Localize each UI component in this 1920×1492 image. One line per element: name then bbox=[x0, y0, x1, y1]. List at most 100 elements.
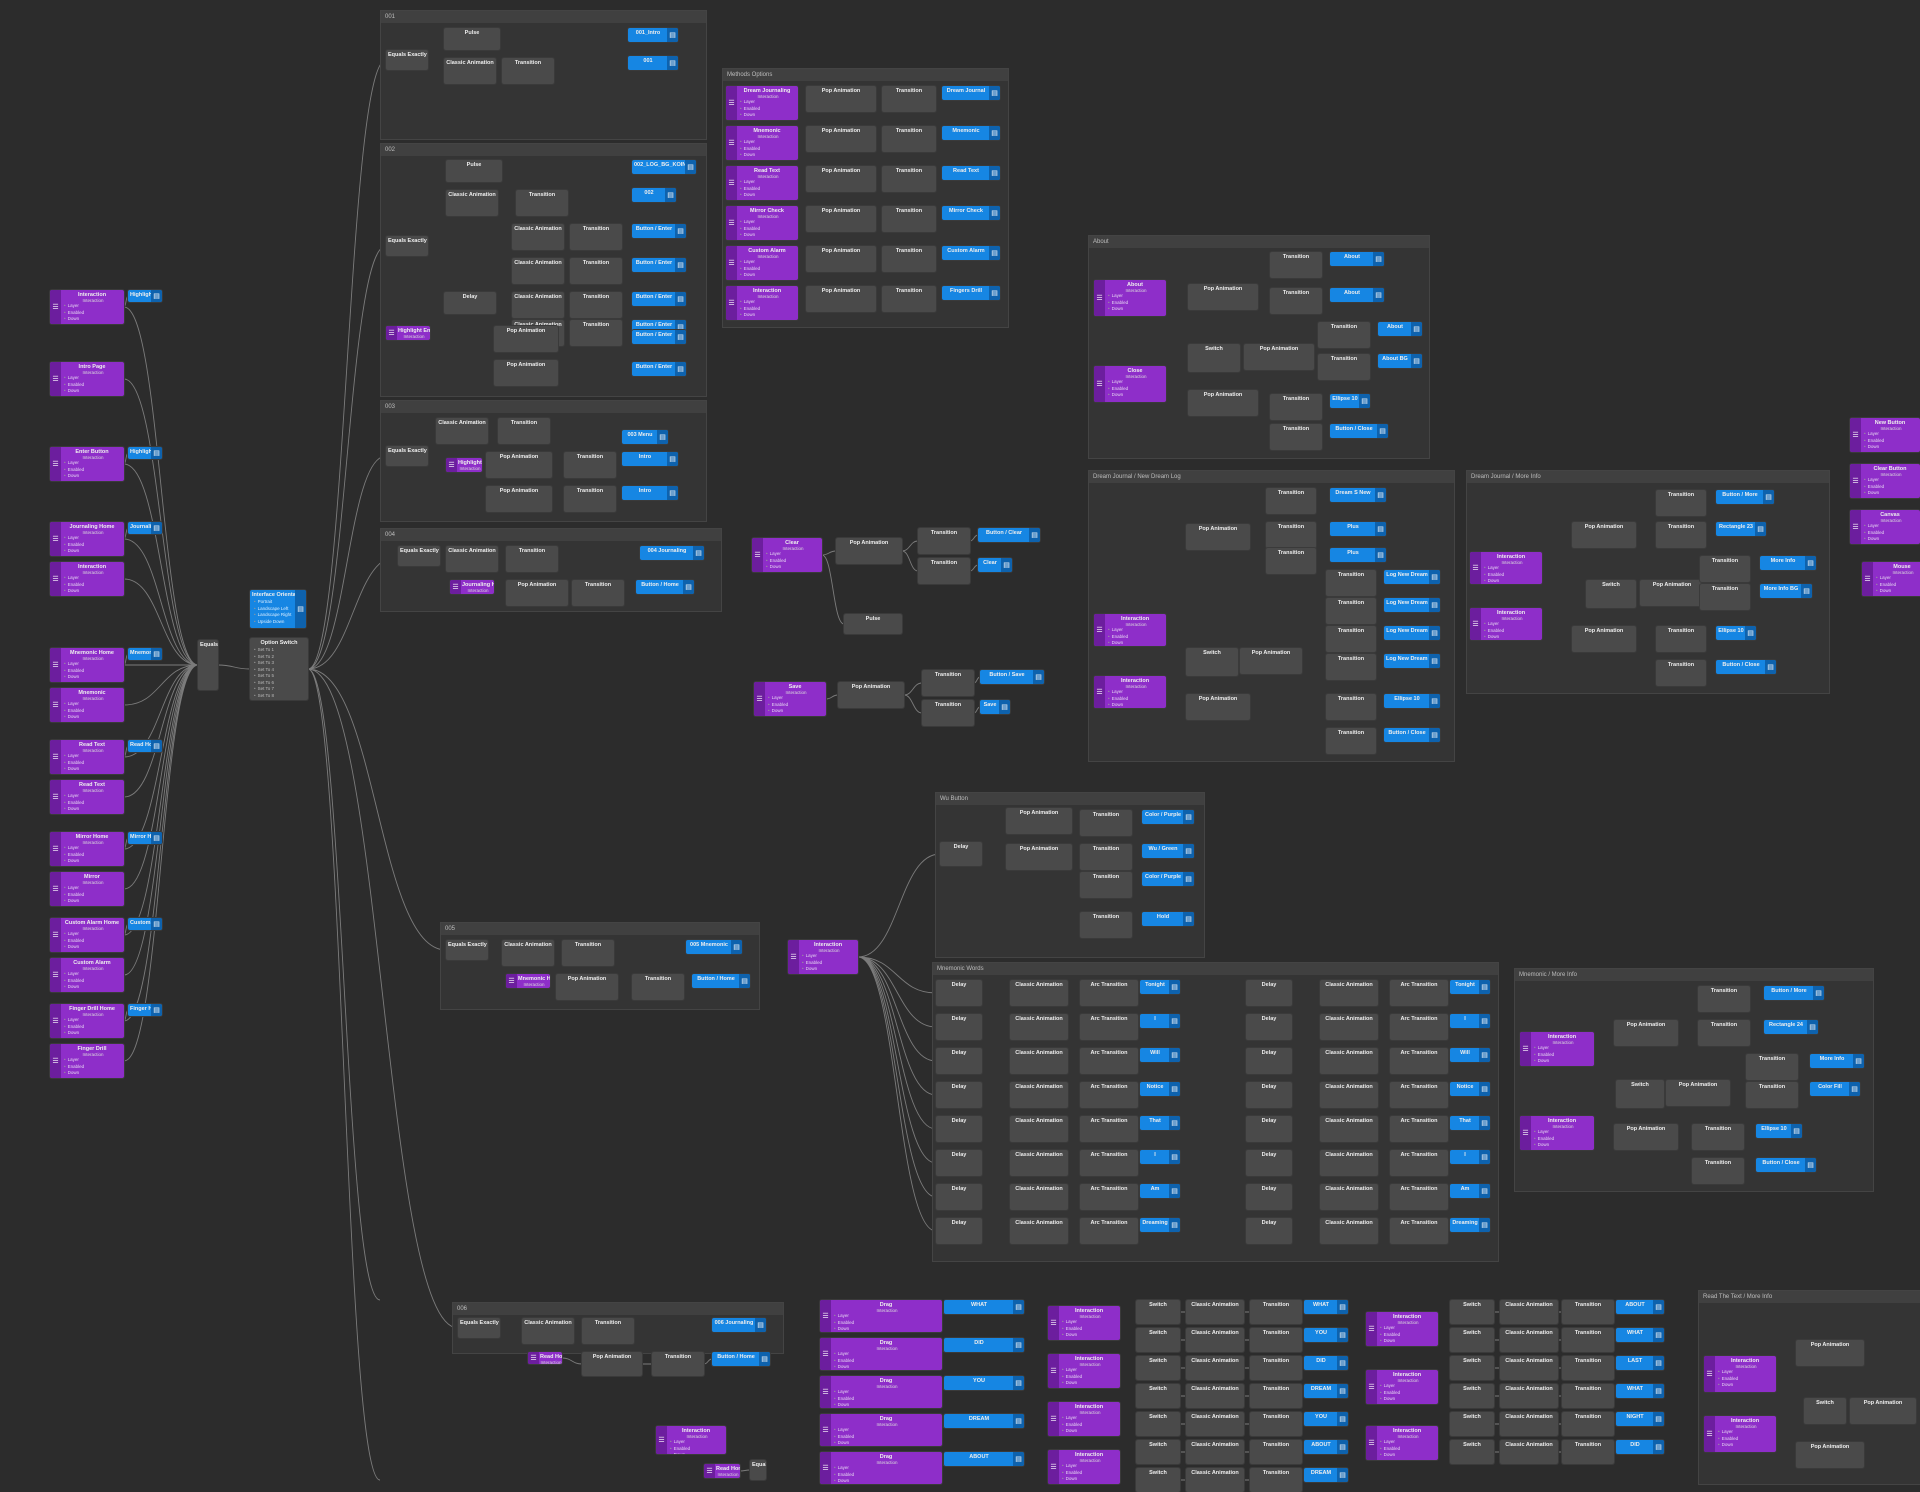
patch-node[interactable]: Classic Animation bbox=[1500, 1356, 1558, 1380]
layer-property-node[interactable]: Button / Enter▤ bbox=[632, 330, 686, 344]
patch-node[interactable]: Transition bbox=[1692, 1124, 1744, 1150]
patch-node[interactable]: Switch bbox=[1450, 1356, 1494, 1380]
layer-property-node[interactable]: 001_Intro▤ bbox=[628, 28, 678, 42]
patch-node[interactable]: Delay bbox=[936, 1048, 982, 1074]
patch-node[interactable]: Pop Animation bbox=[806, 246, 876, 272]
patch-node[interactable]: Transition bbox=[1250, 1356, 1302, 1380]
layer-property-node[interactable]: About▤ bbox=[1330, 252, 1384, 266]
layer-property-node[interactable]: Custom Alarm▤ bbox=[942, 246, 1000, 260]
patch-node[interactable]: Transition bbox=[1656, 626, 1706, 652]
layer-property-node[interactable]: WHAT▤ bbox=[1304, 1300, 1348, 1314]
layer-property-node[interactable]: Intro▤ bbox=[622, 452, 678, 466]
patch-node[interactable]: Transition bbox=[1326, 654, 1376, 680]
patch-node[interactable]: Transition bbox=[1698, 986, 1750, 1012]
patch-node[interactable]: Classic Animation bbox=[512, 258, 564, 284]
patch-node[interactable]: Transition bbox=[1562, 1412, 1614, 1436]
interface-orientation-node[interactable]: Interface Orientation▤PortraitLandscape … bbox=[250, 590, 306, 628]
interaction-node[interactable]: Custom Alarm HomeInteraction☰LayerEnable… bbox=[50, 918, 124, 952]
patch-node[interactable]: Switch bbox=[1136, 1440, 1180, 1464]
patch-node[interactable]: Pop Animation bbox=[1006, 844, 1072, 870]
patch-node[interactable]: Classic Animation bbox=[1010, 1184, 1068, 1210]
patch-node[interactable]: Transition bbox=[1656, 522, 1706, 548]
patch-node[interactable]: Delay bbox=[1246, 980, 1292, 1006]
patch-node[interactable]: Transition bbox=[1326, 694, 1376, 720]
patch-node[interactable]: Transition bbox=[1562, 1440, 1614, 1464]
layer-property-node[interactable]: I▤ bbox=[1140, 1014, 1180, 1028]
patch-node[interactable]: Delay bbox=[1246, 1048, 1292, 1074]
layer-property-node[interactable]: NIGHT▤ bbox=[1616, 1412, 1664, 1426]
layer-property-node[interactable]: Will▤ bbox=[1450, 1048, 1490, 1062]
patch-node[interactable]: Transition bbox=[1250, 1300, 1302, 1324]
patch-node[interactable]: Delay bbox=[1246, 1082, 1292, 1108]
patch-node[interactable]: Classic Animation bbox=[1186, 1356, 1244, 1380]
layer-property-node[interactable]: I▤ bbox=[1450, 1014, 1490, 1028]
layer-property-node[interactable]: Color Fill▤ bbox=[1810, 1082, 1860, 1096]
patch-node[interactable]: Transition bbox=[1250, 1412, 1302, 1436]
patch-node[interactable]: Transition bbox=[1326, 570, 1376, 596]
patch-node[interactable]: Transition bbox=[1266, 548, 1316, 574]
layer-property-node[interactable]: Will▤ bbox=[1140, 1048, 1180, 1062]
patch-node[interactable]: Arc Transition bbox=[1080, 1116, 1138, 1142]
layer-property-node[interactable]: Plus▤ bbox=[1330, 548, 1386, 562]
patch-node[interactable]: Transition bbox=[1656, 660, 1706, 686]
transition-node[interactable]: Transition bbox=[502, 58, 554, 84]
patch-node[interactable]: Switch bbox=[1136, 1300, 1180, 1324]
patch-node[interactable]: Transition bbox=[570, 258, 622, 284]
patch-node[interactable]: Transition bbox=[1270, 252, 1322, 278]
patch-node[interactable]: Transition bbox=[516, 190, 568, 216]
patch-node[interactable]: Pop Animation bbox=[486, 486, 552, 512]
patch-node[interactable]: Classic Animation bbox=[1010, 1048, 1068, 1074]
patch-node[interactable]: Classic Animation bbox=[1320, 980, 1378, 1006]
layer-property-node[interactable]: Save▤ bbox=[980, 700, 1010, 714]
patch-node[interactable]: Pop Animation bbox=[1614, 1020, 1678, 1046]
patch-node[interactable]: Classic Animation bbox=[522, 1318, 574, 1344]
patch-node[interactable]: Switch bbox=[1450, 1440, 1494, 1464]
patch-node[interactable]: Pop Animation bbox=[806, 206, 876, 232]
patch-node[interactable]: Transition bbox=[918, 528, 970, 554]
patch-node[interactable]: Transition bbox=[1746, 1054, 1798, 1080]
layer-property-node[interactable]: Log New Dream▤ bbox=[1384, 570, 1440, 584]
layer-property-node[interactable]: Am▤ bbox=[1140, 1184, 1180, 1198]
patch-node[interactable]: Switch bbox=[1450, 1300, 1494, 1324]
layer-property-node[interactable]: LAST▤ bbox=[1616, 1356, 1664, 1370]
patch-node[interactable]: Equals Exactly bbox=[386, 236, 428, 256]
layer-property-node[interactable]: 002_LOG_BG_KOIN▤ bbox=[632, 160, 696, 174]
patch-node[interactable]: Pop Animation bbox=[1244, 344, 1314, 370]
highlight-3-node[interactable]: Highlight 3Interaction☰ bbox=[446, 458, 482, 472]
patch-node[interactable]: Delay bbox=[1246, 1184, 1292, 1210]
patch-node[interactable]: Transition bbox=[882, 286, 936, 312]
patch-node[interactable]: Transition bbox=[564, 452, 616, 478]
patch-node[interactable]: Classic Animation bbox=[446, 546, 498, 572]
layer-property-node[interactable]: Dreaming▤ bbox=[1450, 1218, 1490, 1232]
layer-property-node[interactable]: Button / More▤ bbox=[1716, 490, 1774, 504]
patch-node[interactable]: Switch bbox=[1188, 344, 1240, 372]
patch-node[interactable]: Classic Animation bbox=[1186, 1300, 1244, 1324]
patch-node[interactable]: Pop Animation bbox=[806, 126, 876, 152]
patch-node[interactable]: Transition bbox=[1250, 1384, 1302, 1408]
layer-property-node[interactable]: DID▤ bbox=[1616, 1440, 1664, 1454]
patch-node[interactable]: Arc Transition bbox=[1080, 980, 1138, 1006]
patch-node[interactable]: Delay bbox=[1246, 1014, 1292, 1040]
patch-node[interactable]: Transition bbox=[1700, 556, 1750, 582]
patch-node[interactable]: Arc Transition bbox=[1390, 1150, 1448, 1176]
layer-property-node[interactable]: Button / Close▤ bbox=[1756, 1158, 1816, 1172]
patch-node[interactable]: Transition bbox=[922, 700, 974, 726]
highlight-node[interactable]: Finger Home▤ bbox=[128, 1004, 162, 1016]
layer-property-node[interactable]: That▤ bbox=[1450, 1116, 1490, 1130]
layer-property-node[interactable]: DID▤ bbox=[944, 1338, 1024, 1352]
loop-node[interactable]: Equals Exactly bbox=[198, 640, 218, 690]
patch-node[interactable]: Equals Exactly bbox=[386, 446, 428, 466]
